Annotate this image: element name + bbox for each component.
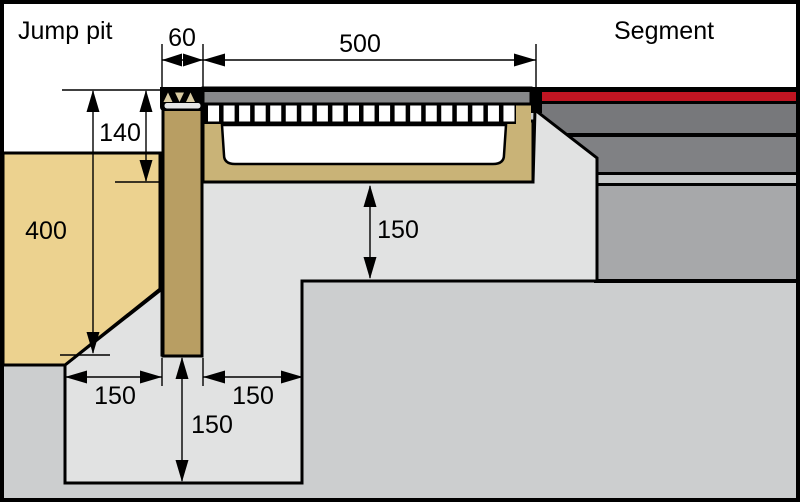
grate-slot	[363, 104, 375, 122]
arrowhead-right	[281, 370, 303, 384]
layer-divider-line	[555, 172, 796, 175]
layer-divider-line	[535, 101, 796, 104]
board-rubber-cap	[160, 87, 205, 111]
grate-slot	[394, 104, 406, 122]
arrowhead-down	[363, 257, 377, 279]
sky-left	[3, 3, 162, 153]
arrowhead-left	[203, 370, 225, 384]
grate-red-junction	[531, 87, 542, 113]
dim-value-500: 500	[339, 30, 381, 58]
grate-slot	[487, 104, 499, 122]
grate-slot	[223, 104, 235, 122]
arrowhead-left	[162, 53, 182, 67]
grate-slot	[254, 104, 266, 122]
grate-slot	[379, 104, 391, 122]
grate-slot	[441, 104, 453, 122]
grate-slot	[425, 104, 437, 122]
cap-slot	[164, 103, 201, 109]
grate-slot	[208, 104, 220, 122]
arrowhead-up	[86, 90, 100, 112]
base-bottom-line	[594, 279, 796, 283]
grate-slot	[301, 104, 313, 122]
cap-pattern-triangle	[175, 92, 184, 102]
dim-value-140: 140	[99, 119, 141, 147]
asphalt-upper-layer	[535, 104, 796, 133]
dim-value-60: 60	[168, 24, 196, 52]
grate-slot	[472, 104, 484, 122]
channel-trough-interior	[220, 123, 508, 166]
grate-slots	[208, 104, 515, 122]
arrowhead-right	[183, 53, 203, 67]
dimension-annotations	[60, 44, 537, 482]
arrowhead-down	[175, 460, 189, 482]
arrowhead-left	[65, 370, 87, 384]
cap-pattern-triangle	[163, 92, 173, 102]
channel-right-wall-top	[516, 102, 531, 124]
arrowhead-up	[175, 357, 189, 379]
arrowhead-right	[140, 370, 162, 384]
pit-edge-board	[161, 105, 204, 358]
grate-slot	[503, 104, 515, 122]
arrowhead-up	[363, 185, 377, 207]
grate-slot	[239, 104, 251, 122]
track-surface-red-layer	[535, 92, 796, 101]
grate-slot	[347, 104, 359, 122]
layer-divider-line	[555, 183, 796, 186]
base-light-strip	[555, 175, 796, 183]
arrowhead-down	[86, 332, 100, 354]
arrowhead-right	[514, 53, 536, 67]
dim-value-150-left: 150	[94, 382, 136, 410]
arrowhead-up	[139, 90, 153, 112]
arrowhead-down	[139, 160, 153, 182]
cap-pattern-triangle	[186, 92, 195, 102]
dim-value-400: 400	[25, 217, 67, 245]
grate-slot	[316, 104, 328, 122]
grate-slot	[456, 104, 468, 122]
dim-value-150-depth: 150	[191, 411, 233, 439]
surface-top-line	[160, 87, 796, 92]
grate-slot	[270, 104, 282, 122]
grate-slot	[285, 104, 297, 122]
grate-slot	[410, 104, 422, 122]
dim-value-150-right: 150	[232, 382, 274, 410]
dim-value-150-channel: 150	[377, 216, 419, 244]
jump-pit-label: Jump pit	[18, 17, 113, 45]
segment-label: Segment	[614, 17, 714, 45]
grate-slot	[332, 104, 344, 122]
layer-divider-line	[535, 133, 796, 137]
arrowhead-left	[203, 53, 225, 67]
